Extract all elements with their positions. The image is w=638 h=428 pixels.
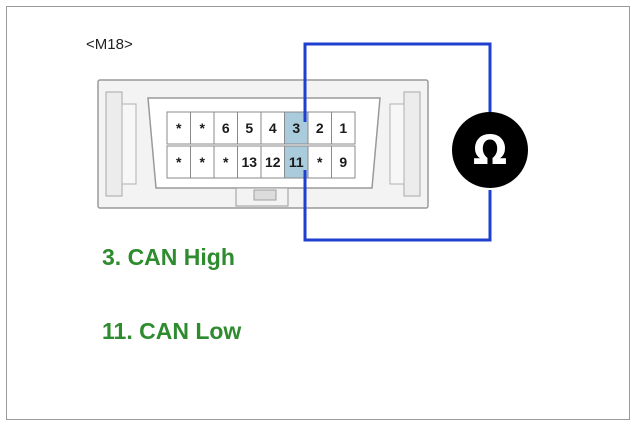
pin-label: *: [317, 154, 323, 170]
pin-label: *: [200, 120, 206, 136]
bottom-tab-inner: [253, 189, 277, 201]
pin-label: 9: [339, 154, 347, 170]
pin-label: 3: [292, 120, 300, 136]
right-latch: [389, 103, 405, 185]
pin-label: 4: [269, 120, 277, 136]
pin-label: 2: [316, 120, 324, 136]
diagram-frame: [6, 6, 630, 420]
legend-can-high: 3. CAN High: [102, 244, 235, 270]
wire-pin-3: [303, 42, 492, 122]
pin-label: *: [176, 154, 182, 170]
pin-label: 11: [289, 154, 304, 170]
connector-name: <M18>: [86, 36, 133, 53]
pin-label: 6: [222, 120, 230, 136]
pin-cell: [331, 111, 356, 145]
pin-label: 13: [241, 154, 257, 170]
ohmmeter-icon: [452, 112, 528, 188]
wire-pin-11: [303, 170, 492, 242]
legend-can-low: 11. CAN Low: [102, 318, 242, 344]
ohm-symbol: Ω: [473, 128, 507, 174]
pin-label: *: [223, 154, 229, 170]
right-bracket: [403, 91, 421, 197]
pin-label: *: [176, 120, 182, 136]
pin-cell: [331, 145, 356, 179]
pin-label: *: [200, 154, 206, 170]
pin-label: 12: [265, 154, 281, 170]
pin-label: 5: [245, 120, 253, 136]
pin-label: 1: [339, 120, 347, 136]
left-bracket: [105, 91, 123, 197]
left-latch: [121, 103, 137, 185]
